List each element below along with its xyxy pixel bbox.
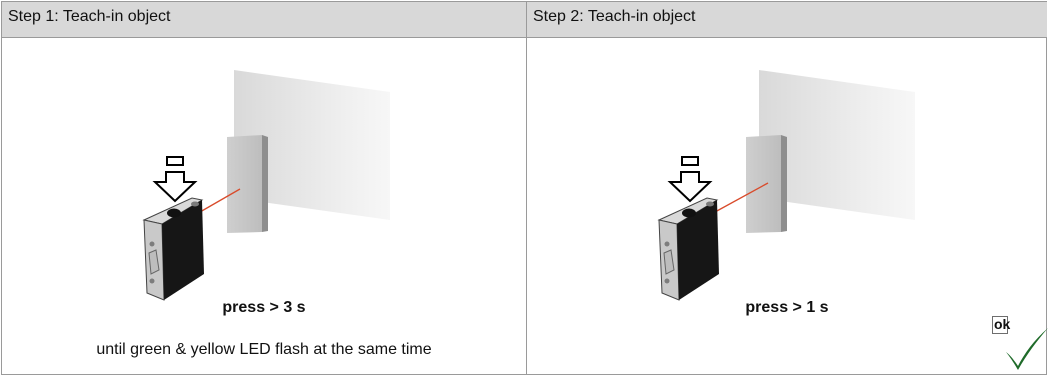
step-1-illustration bbox=[2, 38, 522, 308]
ok-label: ok bbox=[994, 316, 1011, 332]
step-2-instruction: press > 1 s bbox=[745, 299, 829, 316]
sensor-device-icon bbox=[657, 197, 719, 301]
sensor-beam bbox=[714, 182, 769, 213]
press-arrow-icon bbox=[152, 156, 198, 203]
check-icon bbox=[1006, 328, 1048, 370]
step-2-title: Step 2: Teach-in object bbox=[527, 2, 1047, 38]
target-object bbox=[227, 135, 268, 233]
teach-in-illustration bbox=[142, 70, 390, 301]
step-2-panel: Step 2: Teach-in object bbox=[527, 2, 1047, 374]
step-2-illustration bbox=[527, 38, 1047, 308]
step-1-subtext: until green & yellow LED flash at the sa… bbox=[96, 341, 432, 358]
step-1-title: Step 1: Teach-in object bbox=[2, 2, 526, 38]
background-plate bbox=[234, 70, 390, 220]
teach-in-illustration bbox=[657, 70, 915, 301]
sensor-beam bbox=[199, 188, 241, 213]
sensor-device-icon bbox=[142, 197, 204, 301]
ok-box bbox=[992, 316, 1008, 334]
step-1-instruction: press > 3 s bbox=[222, 299, 306, 316]
background-plate bbox=[759, 70, 915, 220]
press-arrow-icon bbox=[667, 156, 713, 203]
target-object bbox=[746, 135, 787, 233]
step-1-panel: Step 1: Teach-in object bbox=[2, 2, 527, 374]
ok-badge: ok bbox=[992, 316, 1052, 378]
